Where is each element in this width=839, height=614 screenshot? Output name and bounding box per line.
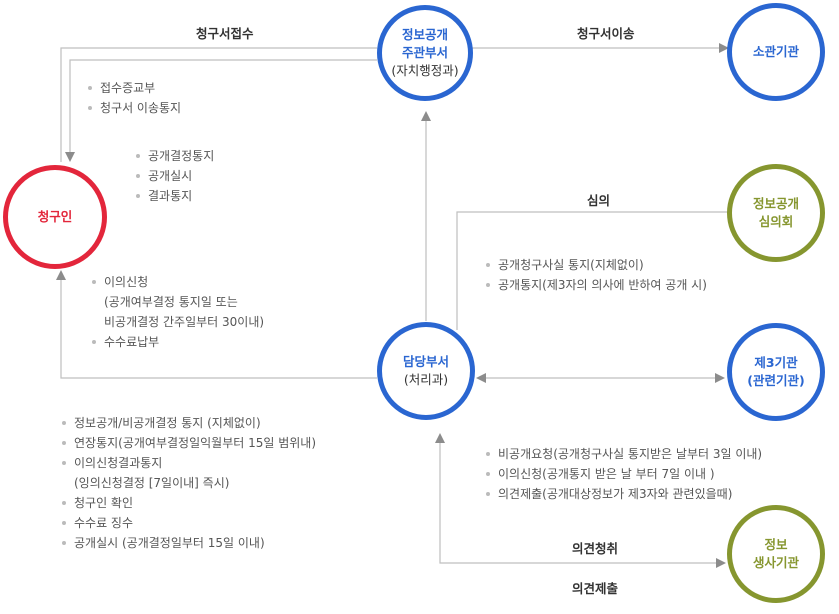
edge-requester-to-info — [60, 47, 377, 162]
node-producer-line1: 정보 — [764, 537, 788, 552]
edge-info-to-requester — [69, 59, 377, 152]
note-item: 이의신청결과통지 — [62, 453, 316, 473]
notes-decision: 공개결정통지 공개실시 결과통지 — [136, 146, 214, 206]
edge-label-deliberation: 심의 — [587, 193, 611, 208]
edge-label-opinion-request: 의견청취 — [572, 541, 619, 556]
note-item-continued: (잉의신청결정 [7일이내] 즉시) — [74, 476, 230, 490]
node-info-dept: 정보공개 주관부서 (자치행정과) — [377, 5, 473, 101]
node-info-dept-line3: (자치행정과) — [391, 63, 459, 78]
node-charge-dept-line1: 담당부서 — [402, 354, 449, 369]
node-producer-line2: 생사기관 — [752, 555, 799, 570]
arrowhead-down-requester — [65, 152, 75, 162]
notes-receipt: 접수증교부 청구서 이송통지 — [88, 78, 181, 118]
node-requester: 청구인 — [3, 165, 107, 269]
node-third-party-line1: 제3기관 — [754, 355, 798, 370]
note-item: 접수증교부 — [88, 78, 181, 98]
node-info-dept-line2: 주관부서 — [401, 45, 448, 60]
edge-label-receipt: 청구서접수 — [196, 26, 254, 41]
node-third-party: 제3기관 (관련기관) — [727, 323, 825, 421]
arrowhead-right-agency — [719, 43, 729, 53]
note-item-continued: (공개여부결정 통지일 또는 — [104, 295, 238, 309]
note-item: 수수료 징수 — [62, 513, 316, 533]
arrowhead-right-producer — [716, 558, 726, 568]
note-item: 청구인 확인 — [62, 493, 316, 513]
node-requester-line1: 청구인 — [37, 209, 73, 224]
node-agency: 소관기관 — [727, 3, 825, 101]
notes-objection: 이의신청 (공개여부결정 통지일 또는 비공개결정 간주일부터 30이내) 수수… — [92, 272, 264, 352]
edge-charge-to-requester — [60, 280, 377, 379]
arrowhead-right-third — [715, 373, 725, 383]
node-committee: 정보공개 심의회 — [727, 164, 825, 262]
arrowhead-left-charge — [476, 373, 486, 383]
note-item: 이의신청(공개통지 받은 날 부터 7일 이내 ) — [486, 464, 762, 484]
edge-label-transfer: 청구서이송 — [577, 26, 635, 41]
note-item: 공개실시 (공개결정일부터 15일 이내) — [62, 533, 316, 553]
note-item: 공개통지(제3자의 의사에 반하여 공개 시) — [486, 275, 707, 295]
note-item: 공개청구사실 통지(지체없이) — [486, 255, 707, 275]
note-item: 수수료납부 — [92, 332, 264, 352]
node-charge-dept: 담당부서 (처리과) — [377, 322, 475, 420]
node-charge-dept-line2: (처리과) — [403, 372, 449, 387]
node-third-party-line2: (관련기관) — [747, 373, 805, 388]
node-agency-line1: 소관기관 — [752, 44, 799, 59]
note-item-continued: 비공개결정 간주일부터 30이내) — [104, 315, 265, 329]
note-item: 의견제출(공개대상정보가 제3자와 관련있을때) — [486, 484, 762, 504]
notes-committee: 공개청구사실 통지(지체없이) 공개통지(제3자의 의사에 반하여 공개 시) — [486, 255, 707, 295]
node-info-dept-line1: 정보공개 — [401, 27, 448, 42]
note-item: 비공개요청(공개청구사실 통지받은 날부터 3일 이내) — [486, 444, 762, 464]
node-producer: 정보 생사기관 — [727, 505, 825, 603]
edge-label-opinion-submit: 의견제출 — [572, 581, 619, 596]
note-item: 이의신청 — [92, 272, 264, 292]
arrowhead-up-charge — [435, 433, 445, 443]
note-item: 공개실시 — [136, 166, 214, 186]
note-item: 공개결정통지 — [136, 146, 214, 166]
node-committee-line2: 심의회 — [758, 214, 794, 229]
notes-third-party: 비공개요청(공개청구사실 통지받은 날부터 3일 이내) 이의신청(공개통지 받… — [486, 444, 762, 504]
note-item: 연장통지(공개여부결정일익월부터 15일 범위내) — [62, 433, 316, 453]
edge-charge-to-committee — [456, 211, 728, 330]
notes-processing: 정보공개/비공개결정 통지 (지체없이) 연장통지(공개여부결정일익월부터 15… — [62, 413, 316, 553]
node-committee-line1: 정보공개 — [752, 196, 799, 211]
note-item: 청구서 이송통지 — [88, 98, 181, 118]
edge-charge-producer — [439, 440, 720, 564]
note-item: 결과통지 — [136, 186, 214, 206]
arrowhead-up-requester — [56, 270, 66, 280]
arrowhead-up-info — [421, 111, 431, 121]
note-item: 정보공개/비공개결정 통지 (지체없이) — [62, 413, 316, 433]
